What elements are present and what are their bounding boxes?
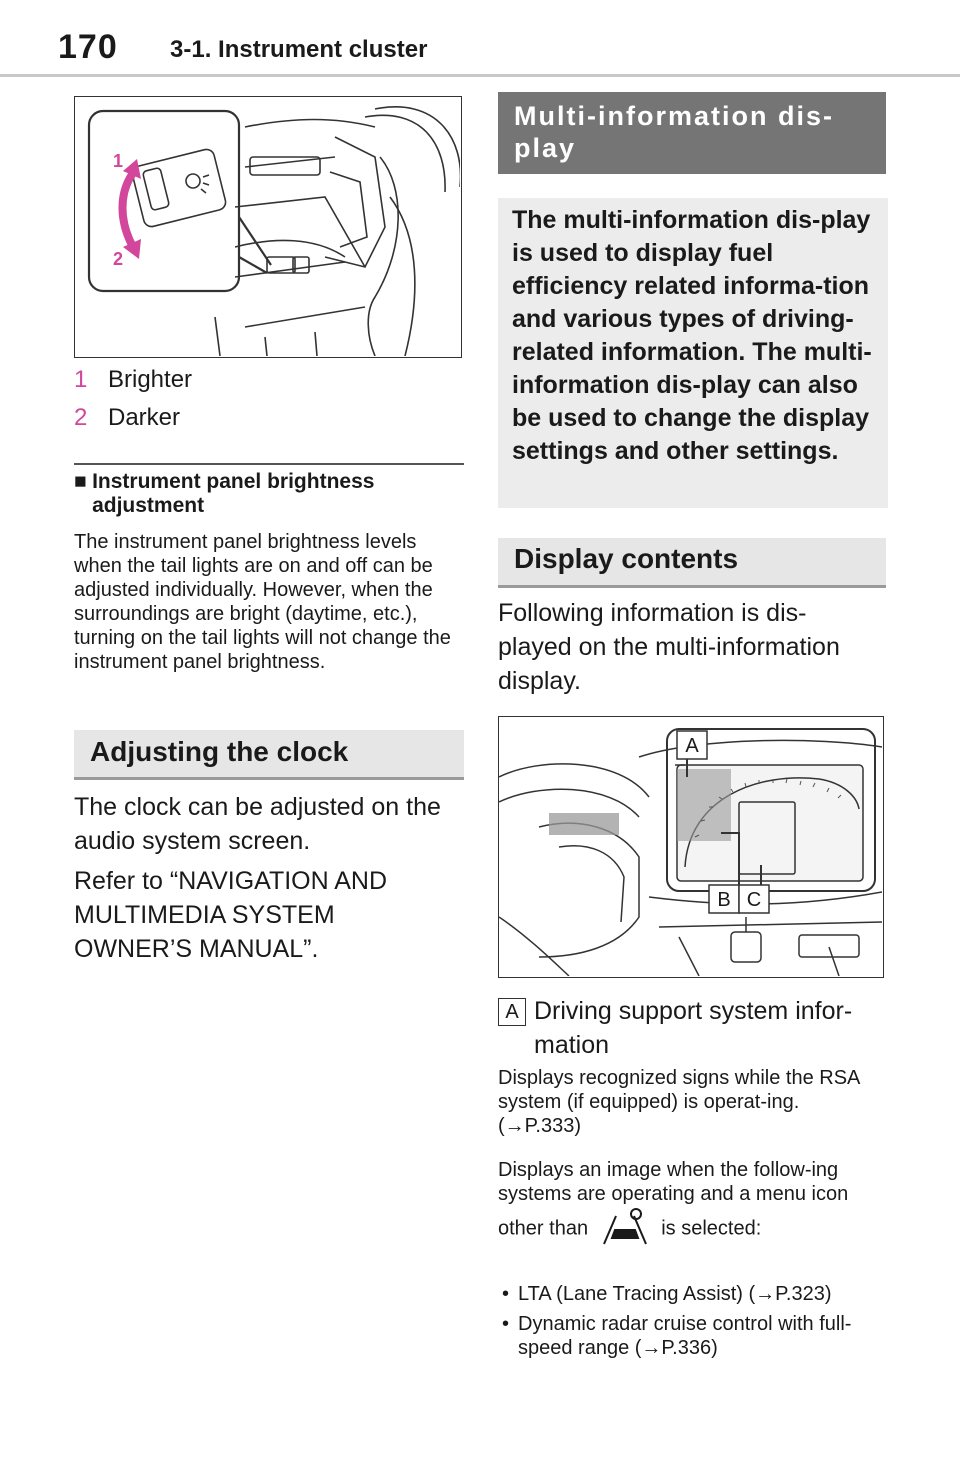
display-item-a: A Driving support system infor-mation (498, 994, 878, 1062)
multi-info-heading: Multi-information dis-play (498, 92, 886, 174)
brightness-subheading-text: Instrument panel brightness adjustment (92, 470, 375, 517)
square-bullet-icon: ■ (74, 470, 87, 493)
instrument-cluster-illustration: A B C (498, 716, 884, 978)
display-intro: Following information is dis-played on t… (498, 599, 840, 695)
figure-label-c: C (747, 889, 761, 911)
brightness-subheading: ■ Instrument panel brightness adjustment (74, 470, 454, 518)
image-text: Displays an image when the follow-ing sy… (498, 1158, 883, 1252)
section-title: 3-1. Instrument cluster (170, 36, 428, 63)
page-number: 170 (58, 28, 118, 66)
rsa-text: Displays recognized signs while the RSA … (498, 1067, 860, 1137)
display-contents-heading: Display contents (498, 538, 886, 588)
legend-number: 2 (74, 404, 88, 431)
legend-label: Brighter (108, 366, 193, 393)
figure-label-1: 1 (113, 151, 123, 171)
legend-item-darker: 2 Darker (74, 404, 180, 432)
section-divider (74, 463, 464, 465)
multi-info-intro: The multi-information dis-play is used t… (498, 198, 888, 508)
list-item: LTA (Lane Tracing Assist) (→P.323) (498, 1282, 883, 1306)
item-marker-a: A (498, 998, 526, 1026)
clock-paragraph-1: The clock can be adjusted on the audio s… (74, 793, 441, 855)
item-a-title: Driving support system infor-mation (534, 997, 853, 1059)
systems-list: LTA (Lane Tracing Assist) (→P.323) Dynam… (498, 1282, 883, 1360)
figure-label-2: 2 (113, 249, 123, 269)
brightness-body: The instrument panel brightness levels w… (74, 531, 451, 673)
image-text-post: is selected: (661, 1217, 762, 1240)
clock-heading: Adjusting the clock (74, 730, 464, 780)
lane-assist-menu-icon (600, 1206, 650, 1252)
list-item: Dynamic radar cruise control with full-s… (498, 1312, 883, 1360)
figure-label-a: A (685, 735, 699, 757)
legend-item-brighter: 1 Brighter (74, 366, 192, 394)
legend-label: Darker (108, 404, 181, 431)
clock-paragraph-2: Refer to “NAVIGATION AND MULTIMEDIA SYST… (74, 867, 388, 963)
image-text-pre: Displays an image when the follow-ing sy… (498, 1159, 849, 1240)
brightness-dial-illustration: 1 2 (74, 96, 462, 358)
cluster-drawing: A B C (498, 728, 883, 977)
figure-label-b: B (717, 889, 730, 911)
dashboard-dial-drawing: 1 2 (87, 106, 462, 357)
legend-number: 1 (74, 366, 88, 393)
header-divider (0, 74, 960, 77)
